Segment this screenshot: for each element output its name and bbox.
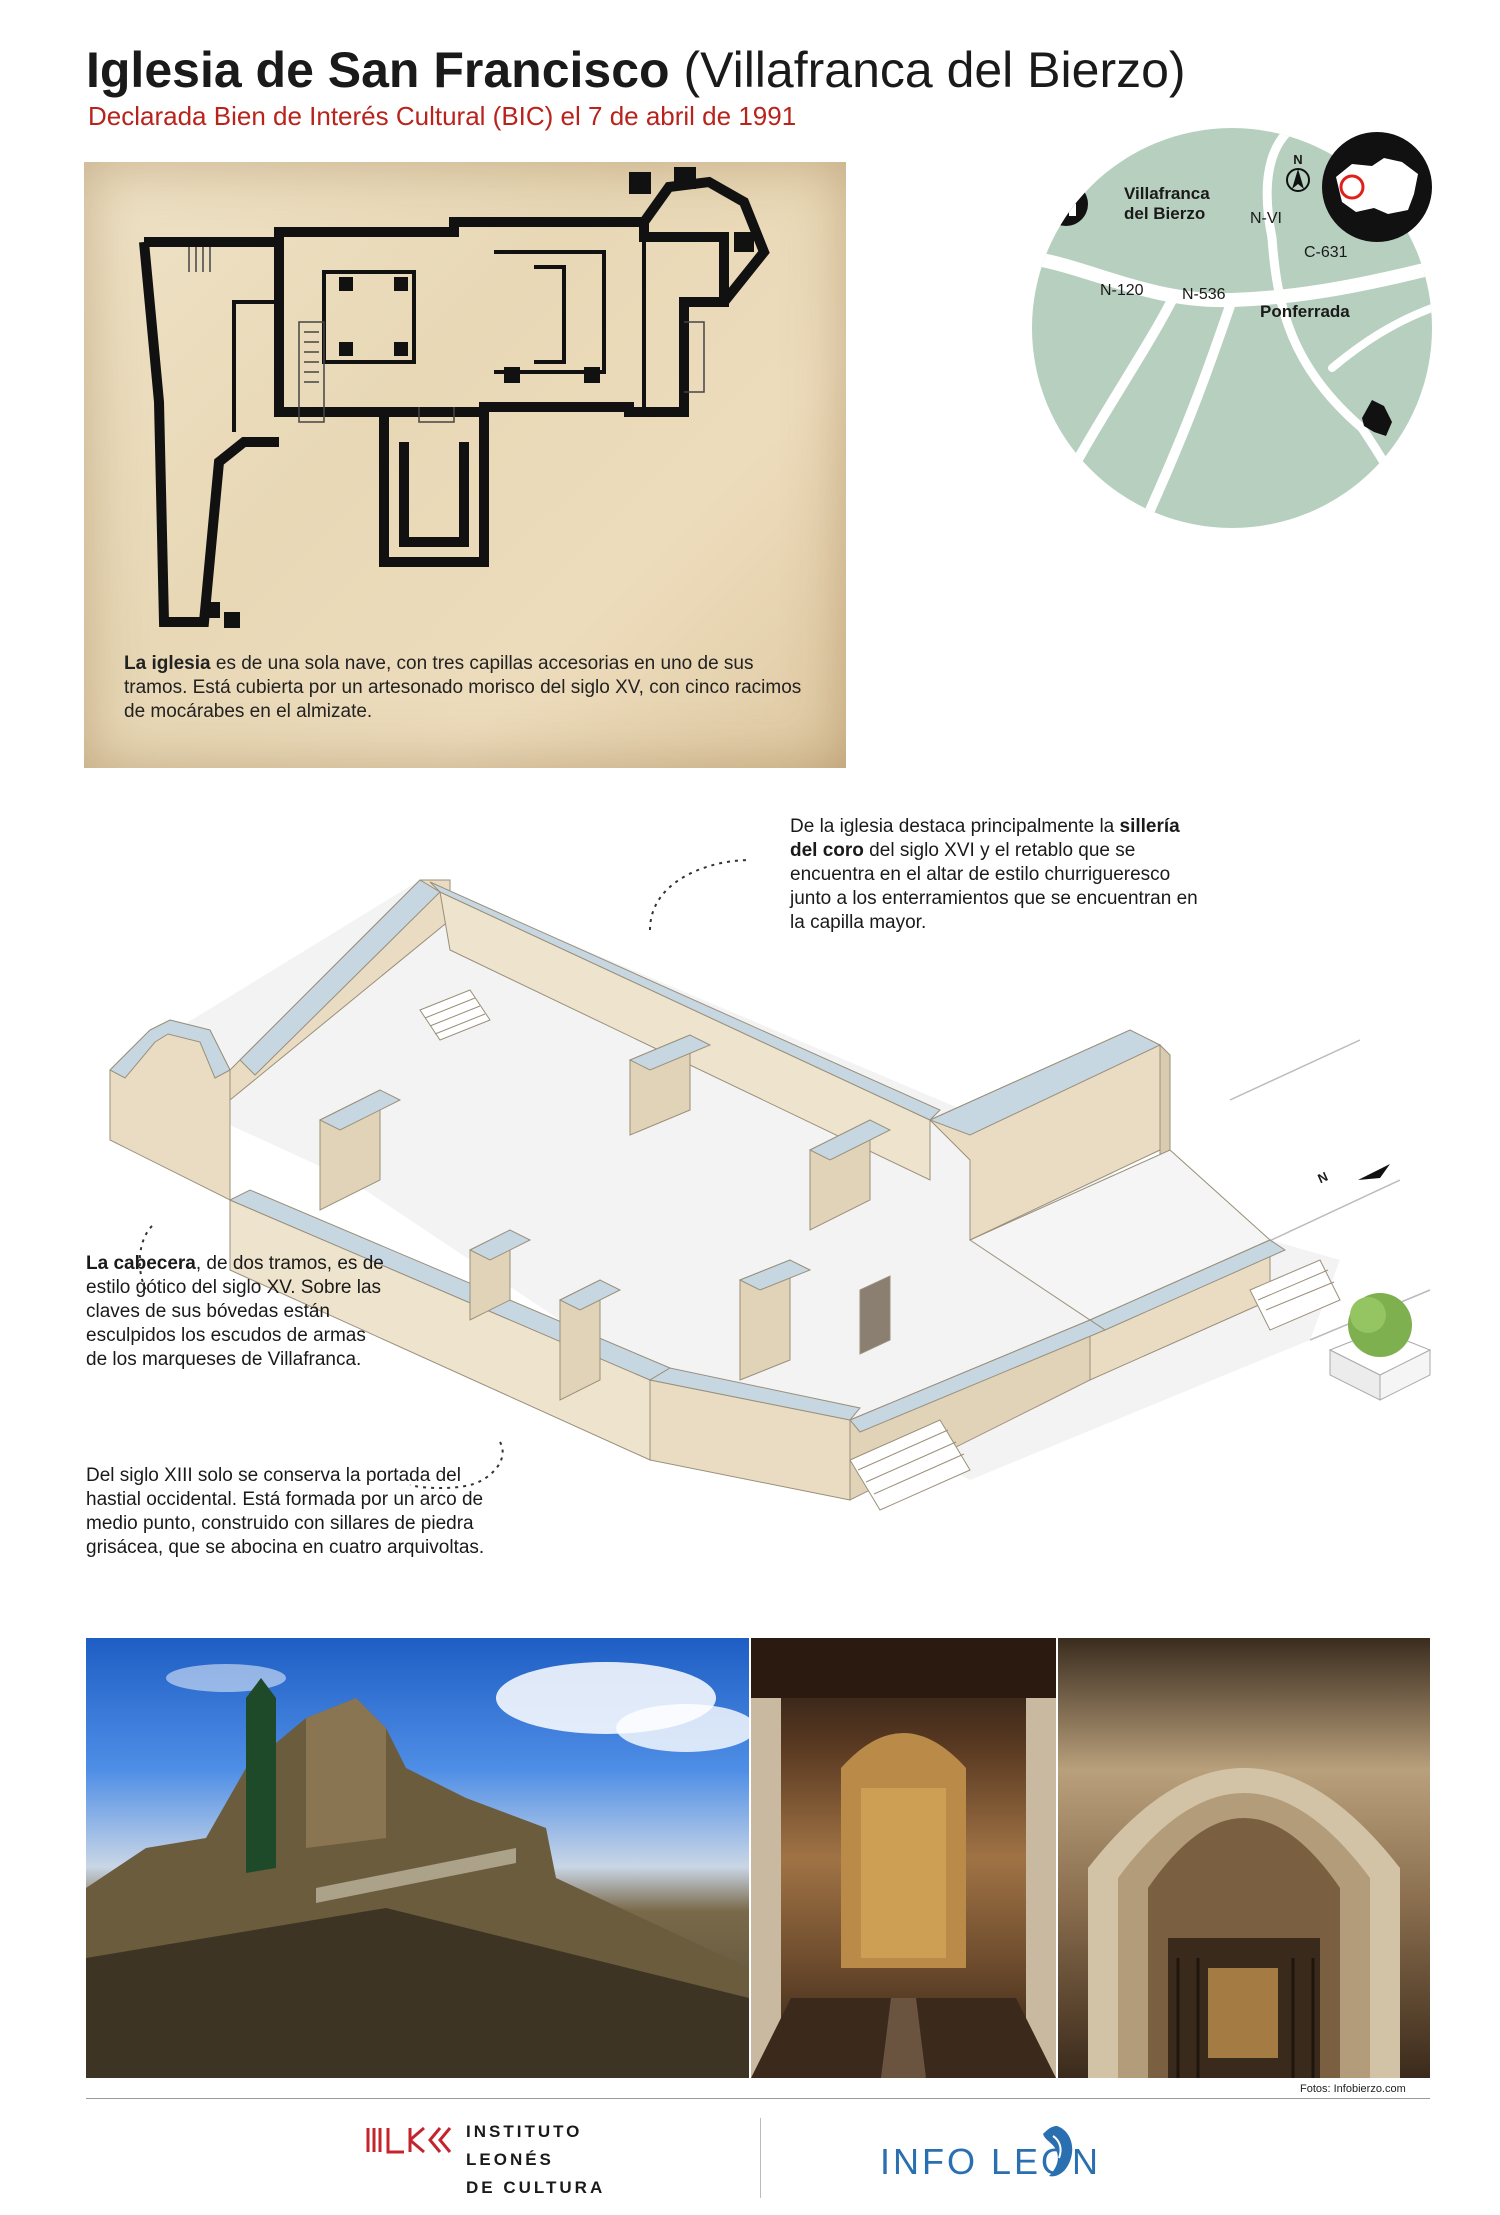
label-n536: N-536 — [1182, 286, 1226, 303]
ilc-name: INSTITUTO LEONÉS DE CULTURA — [466, 2118, 605, 2202]
north-arrow-icon: N — [1283, 152, 1313, 198]
title-main: Iglesia de San Francisco — [86, 42, 670, 98]
church-description: La iglesia es de una sola nave, con tres… — [124, 652, 804, 724]
ilc-logo-icon — [366, 2126, 452, 2154]
note-coro: De la iglesia destaca principalmente la … — [790, 815, 1210, 935]
church-description-body: es de una sola nave, con tres capillas a… — [124, 653, 802, 722]
iso-north-arrow-icon — [1358, 1164, 1390, 1180]
note-coro-bold: sillería del coro — [790, 816, 1180, 861]
ilc-line2: LEONÉS — [466, 2150, 554, 2169]
footer-divider — [86, 2098, 1430, 2099]
note-coro-post: del siglo XVI y el retablo que se encuen… — [790, 840, 1198, 933]
ponferrada-shape — [1362, 400, 1392, 436]
label-villafranca: Villafranca del Bierzo — [1124, 184, 1210, 224]
floor-plan-panel: La iglesia es de una sola nave, con tres… — [84, 162, 846, 768]
province-silhouette-icon — [1322, 132, 1432, 242]
note-cabecera: La cabecera, de dos tramos, es de estilo… — [86, 1252, 386, 1372]
photo-west-portal — [1058, 1638, 1430, 2078]
note-siglo-xiii: Del siglo XIII solo se conserva la porta… — [86, 1465, 485, 1558]
photo-exterior — [86, 1638, 749, 2078]
label-villafranca-line1: Villafranca — [1124, 184, 1210, 203]
isometric-church-model — [109, 859, 1432, 1511]
note-coro-pre: De la iglesia destaca principalmente la — [790, 816, 1120, 837]
footer-separator — [760, 2118, 761, 2198]
ilc-line1: INSTITUTO — [466, 2122, 583, 2141]
map-roads — [1032, 128, 1432, 528]
church-icon — [1044, 182, 1088, 226]
label-villafranca-line2: del Bierzo — [1124, 204, 1206, 223]
leader-xiii — [409, 1441, 504, 1489]
lion-icon — [1043, 2126, 1073, 2177]
label-nvi: N-VI — [1250, 210, 1282, 227]
label-ponferrada: Ponferrada — [1260, 302, 1350, 321]
photo-interior-nave — [751, 1638, 1056, 2078]
tree-planter — [1328, 1293, 1432, 1401]
leader-coro — [649, 859, 751, 931]
note-cabecera-bold: La cabecera — [86, 1253, 196, 1274]
church-description-lead: La iglesia — [124, 653, 211, 674]
page-title: Iglesia de San Francisco (Villafranca de… — [86, 38, 1186, 102]
floor-plan-drawing — [139, 167, 770, 628]
map-north-label: N — [1293, 152, 1303, 167]
label-c631: C-631 — [1304, 244, 1348, 261]
ilc-line3: DE CULTURA — [466, 2178, 606, 2197]
label-n120: N-120 — [1100, 282, 1144, 299]
leader-cabecera — [138, 1225, 153, 1291]
photo-credit: Fotos: Infobierzo.com — [1300, 2083, 1406, 2095]
title-location: (Villafranca del Bierzo) — [683, 42, 1186, 98]
note-cabecera-post: , de dos tramos, es de estilo gótico del… — [86, 1253, 384, 1370]
location-marker — [1339, 174, 1365, 200]
page-subtitle: Declarada Bien de Interés Cultural (BIC)… — [88, 101, 797, 131]
